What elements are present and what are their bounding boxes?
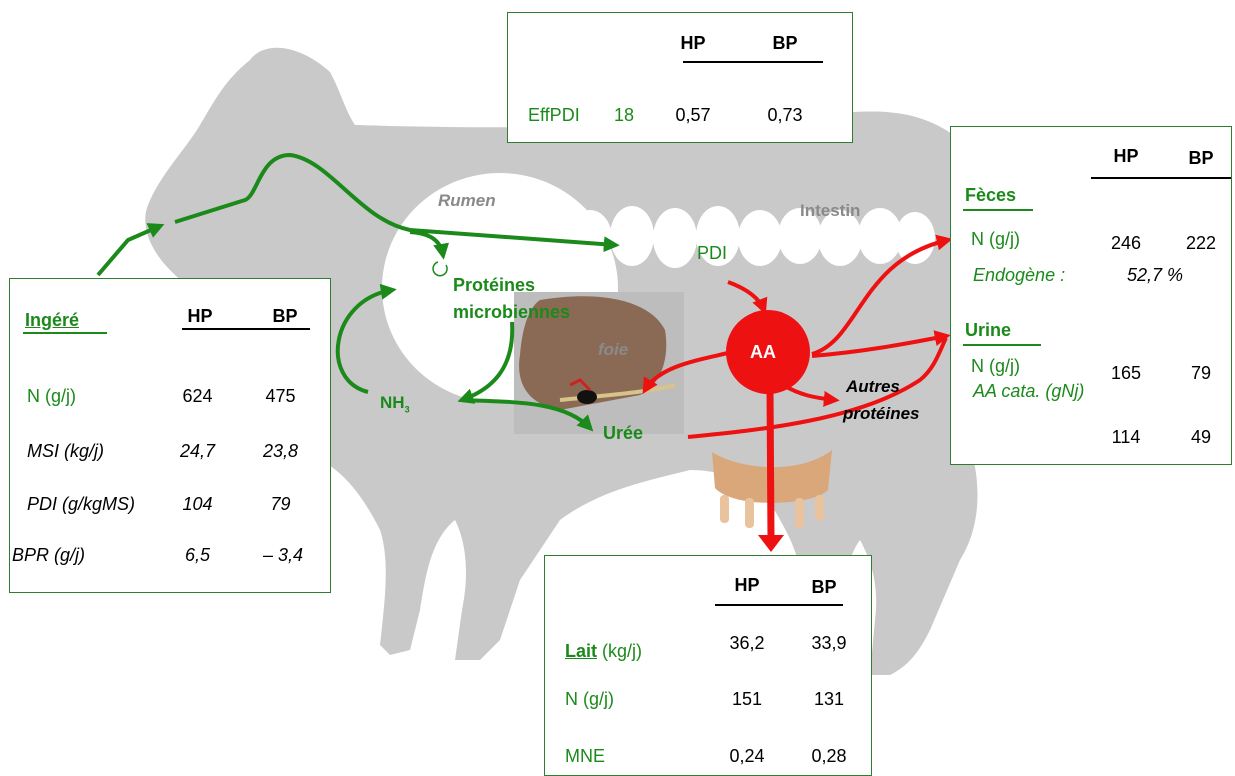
- aa-label: AA: [750, 342, 776, 363]
- ingere-title: Ingéré: [25, 310, 79, 331]
- autres-proteines-label-1: Autres: [846, 377, 900, 397]
- microbial-proteins-label-2: microbiennes: [453, 302, 570, 323]
- feces-n-hp: 246: [1101, 233, 1151, 254]
- urine-title-rule: [963, 344, 1041, 346]
- header-bp: BP: [760, 33, 810, 54]
- uree-label: Urée: [603, 423, 643, 444]
- urine-n-bp: 79: [1176, 363, 1226, 384]
- endogene-label: Endogène :: [973, 265, 1065, 286]
- mne-hp: 0,24: [717, 746, 777, 767]
- ingere-row-msi-hp: 24,7: [170, 441, 225, 462]
- lait-header-rule: [715, 604, 843, 606]
- nh3-label: NH3: [380, 393, 410, 414]
- feces-n-label: N (g/j): [971, 229, 1020, 250]
- ingere-row-bpr-bp: – 3,4: [249, 545, 317, 566]
- ingere-row-pdi-label: PDI (g/kgMS): [27, 494, 135, 515]
- milk-arrow: [770, 390, 771, 540]
- lait-n-bp: 131: [799, 689, 859, 710]
- feces-title: Fèces: [965, 185, 1016, 206]
- feces-header-rule: [1091, 177, 1231, 179]
- feces-header-hp: HP: [1101, 146, 1151, 167]
- header-hp: HP: [668, 33, 718, 54]
- feces-title-rule: [963, 209, 1033, 211]
- effpdi-label: EffPDI: [528, 105, 580, 126]
- lait-box: HP BP Lait (kg/j) 36,2 33,9 N (g/j) 151 …: [544, 555, 872, 776]
- feces-urine-box: HP BP Fèces N (g/j) 246 222 Endogène : 5…: [950, 126, 1232, 465]
- aa-cata-hp: 114: [1101, 427, 1151, 448]
- ingere-row-bpr-label: BPR (g/j): [12, 545, 85, 566]
- ingere-row-n-bp: 475: [253, 386, 308, 407]
- autres-proteines-label-2: protéines: [843, 404, 920, 424]
- effpdi-hp: 0,57: [668, 105, 718, 126]
- header-rule: [683, 61, 823, 63]
- ingere-box: Ingéré HP BP N (g/j) 624 475 MSI (kg/j) …: [9, 278, 331, 593]
- lait-row-bp: 33,9: [799, 633, 859, 654]
- ingere-row-n-label: N (g/j): [27, 386, 76, 407]
- lait-row-hp: 36,2: [717, 633, 777, 654]
- intestin-label: Intestin: [800, 201, 860, 221]
- ingere-row-n-hp: 624: [170, 386, 225, 407]
- feces-n-bp: 222: [1176, 233, 1226, 254]
- lait-n-label: N (g/j): [565, 689, 614, 710]
- effpdi-bp: 0,73: [760, 105, 810, 126]
- microbial-proteins-label-1: Protéines: [453, 275, 535, 296]
- effpdi-number: 18: [614, 105, 634, 126]
- pdi-label: PDI: [697, 243, 727, 264]
- aa-cata-bp: 49: [1176, 427, 1226, 448]
- ingere-row-pdi-bp: 79: [253, 494, 308, 515]
- rumen-label: Rumen: [438, 191, 496, 211]
- mne-label: MNE: [565, 746, 605, 767]
- intestine: [568, 206, 935, 268]
- lait-header-bp: BP: [799, 577, 849, 598]
- ingere-title-rule: [23, 332, 107, 334]
- ingere-row-msi-bp: 23,8: [253, 441, 308, 462]
- ingere-row-bpr-hp: 6,5: [170, 545, 225, 566]
- lait-row-label: Lait (kg/j): [565, 641, 642, 662]
- milk-arrow-head: [758, 535, 784, 552]
- endogene-value: 52,7 %: [1127, 265, 1183, 286]
- urine-n-hp: 165: [1101, 363, 1151, 384]
- feces-header-bp: BP: [1176, 148, 1226, 169]
- aa-cata-label: AA cata. (gNj): [973, 381, 1084, 402]
- foie-label: foie: [598, 340, 628, 360]
- effpdi-box: HP BP EffPDI 18 0,57 0,73: [507, 12, 853, 143]
- mne-bp: 0,28: [799, 746, 859, 767]
- urine-title: Urine: [965, 320, 1011, 341]
- ingere-header-rule: [182, 328, 310, 330]
- ingere-row-pdi-hp: 104: [170, 494, 225, 515]
- lait-header-hp: HP: [722, 575, 772, 596]
- ingere-header-hp: HP: [175, 306, 225, 327]
- urine-n-label: N (g/j): [971, 356, 1020, 377]
- lait-n-hp: 151: [717, 689, 777, 710]
- ingere-header-bp: BP: [260, 306, 310, 327]
- ingere-row-msi-label: MSI (kg/j): [27, 441, 104, 462]
